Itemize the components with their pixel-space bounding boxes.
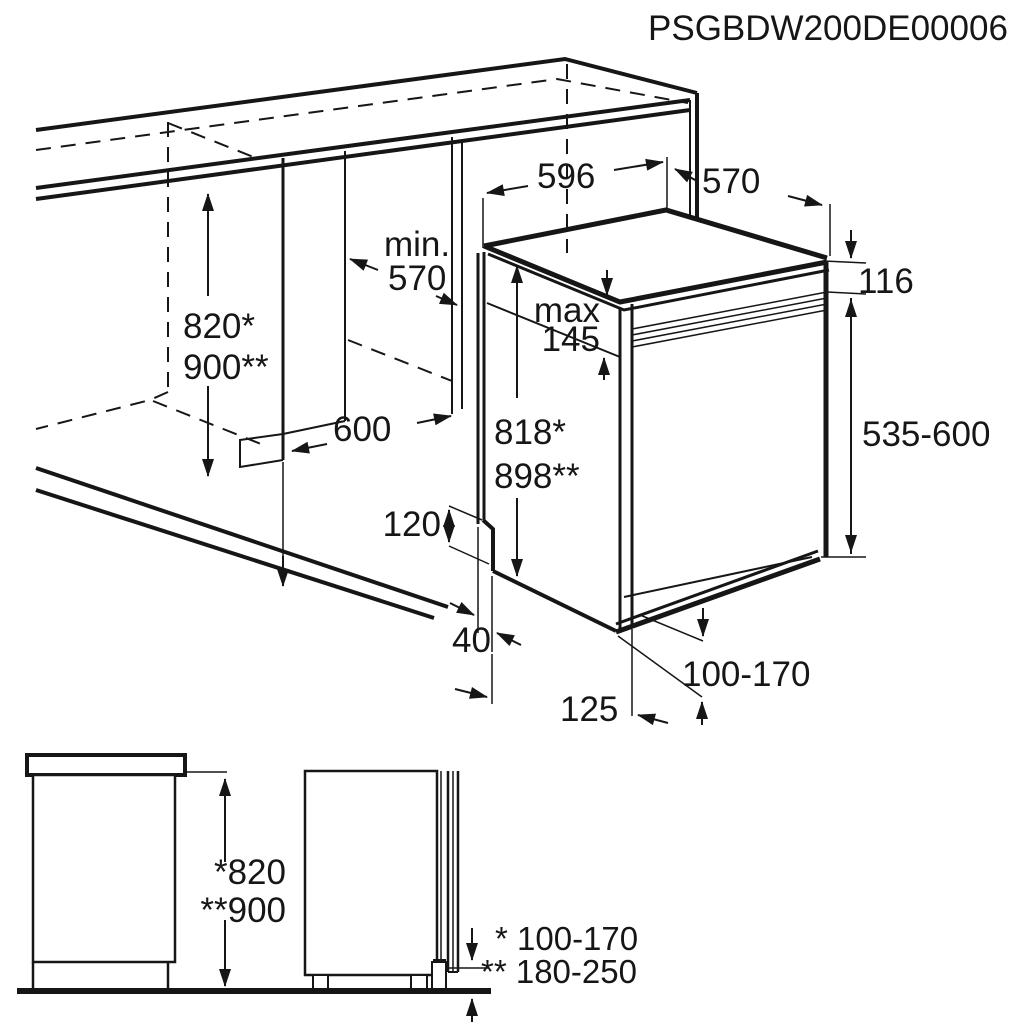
side-view-height-dimension: *820 **900 [185, 771, 286, 987]
dim-counter-height-line2: 900** [183, 348, 269, 387]
side-view-plinth-dimension: * 100-170 ** 180-250 [446, 920, 638, 990]
dimension-front-height-818-898: 818* 898** [494, 265, 580, 577]
dimension-door-offset-40: 40 [449, 527, 522, 660]
dimension-floor-depth-600: 600 [291, 410, 452, 454]
worktop-counter-outline [35, 56, 699, 447]
dim-door-offset-label: 40 [452, 621, 491, 660]
dim-side-height-label: 535-600 [862, 415, 990, 454]
dimension-min-niche-depth-570: min. 570 [349, 225, 458, 306]
dim-top-depth-label: 570 [702, 162, 760, 201]
dimension-top-width-596: 596 [482, 157, 668, 248]
dim-top-clearance-label: 116 [858, 262, 914, 301]
dim-bottom-depth-label: 125 [560, 690, 618, 729]
dimension-max-panel-145: max 145 [534, 270, 613, 380]
diagram-code-title: PSGBDW200DE00006 [648, 9, 1008, 48]
side-view-cabinet [25, 753, 187, 991]
dim-min-depth-line2: 570 [388, 259, 446, 298]
dimension-plinth-height-100-170: 100-170 [617, 608, 810, 725]
side-view-plinth-double: ** 180-250 [481, 953, 637, 990]
side-view-dishwasher [17, 769, 491, 1022]
dim-min-depth-line1: min. [384, 225, 450, 264]
dim-floor-depth-label: 600 [333, 410, 391, 449]
side-view-height-line1: *820 [214, 853, 286, 892]
dim-front-height-line1: 818* [494, 413, 566, 452]
side-view-height-line2: **900 [200, 891, 286, 930]
dimension-door-step-120: 120 [383, 505, 490, 565]
dimension-bottom-depth-125: 125 [454, 629, 669, 729]
dimension-top-clearance-116: 116 [821, 230, 914, 558]
dimension-counter-height-820-900: 820* 900** [183, 193, 269, 477]
dim-plinth-height-label: 100-170 [682, 655, 810, 694]
dim-max-panel-line1: max [534, 291, 601, 330]
dim-front-height-line2: 898** [494, 457, 580, 496]
floor-lines [35, 466, 449, 620]
dim-top-width-label: 596 [537, 157, 595, 196]
dishwasher-isometric-body [476, 207, 830, 635]
side-view-plinth-single: * 100-170 [495, 920, 638, 957]
dimension-side-height-535-600: 535-600 [845, 298, 990, 554]
dim-max-panel-line2: 145 [542, 320, 600, 359]
dim-door-step-label: 120 [383, 505, 441, 544]
dimension-top-depth-570: 570 [674, 162, 831, 256]
dim-counter-height-line1: 820* [183, 307, 255, 346]
